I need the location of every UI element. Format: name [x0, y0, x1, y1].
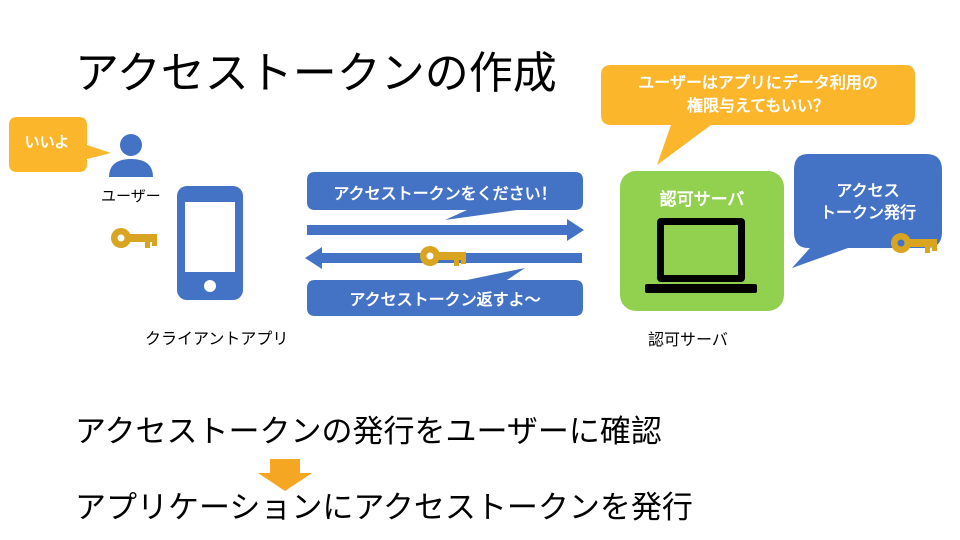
user-bubble-text: いいよ — [24, 133, 70, 151]
response-text: アクセストークン返すよ〜 — [349, 290, 541, 309]
slide-title: アクセストークンの作成 — [75, 48, 557, 99]
token-issue-line1: アクセス — [836, 181, 900, 200]
person-icon — [109, 134, 153, 177]
user-speech-bubble — [9, 117, 111, 172]
key-icon — [891, 233, 937, 253]
summary-line-1: アクセストークンの発行をユーザーに確認 — [75, 414, 662, 450]
request-speech-bubble — [307, 172, 583, 220]
question-line2: 権限与えてもいい？ — [686, 96, 830, 115]
down-arrow-icon — [258, 459, 312, 491]
question-speech-bubble — [601, 65, 915, 165]
smartphone-icon — [177, 186, 243, 300]
user-label: ユーザー — [101, 187, 161, 205]
token-issue-line2: トークン発行 — [819, 203, 916, 222]
server-caption: 認可サーバ — [648, 330, 728, 349]
client-app-label: クライアントアプリ — [145, 329, 289, 348]
key-icon — [420, 246, 466, 266]
response-speech-bubble — [307, 268, 583, 316]
request-text: アクセストークンをください！ — [333, 184, 557, 203]
summary-line-2: アプリケーションにアクセストークンを発行 — [75, 490, 693, 526]
key-icon — [111, 228, 157, 248]
server-box-label: 認可サーバ — [659, 190, 745, 210]
laptop-icon — [645, 218, 757, 293]
question-line1: ユーザーはアプリにデータ利用の — [638, 73, 878, 92]
request-arrow — [307, 219, 584, 241]
